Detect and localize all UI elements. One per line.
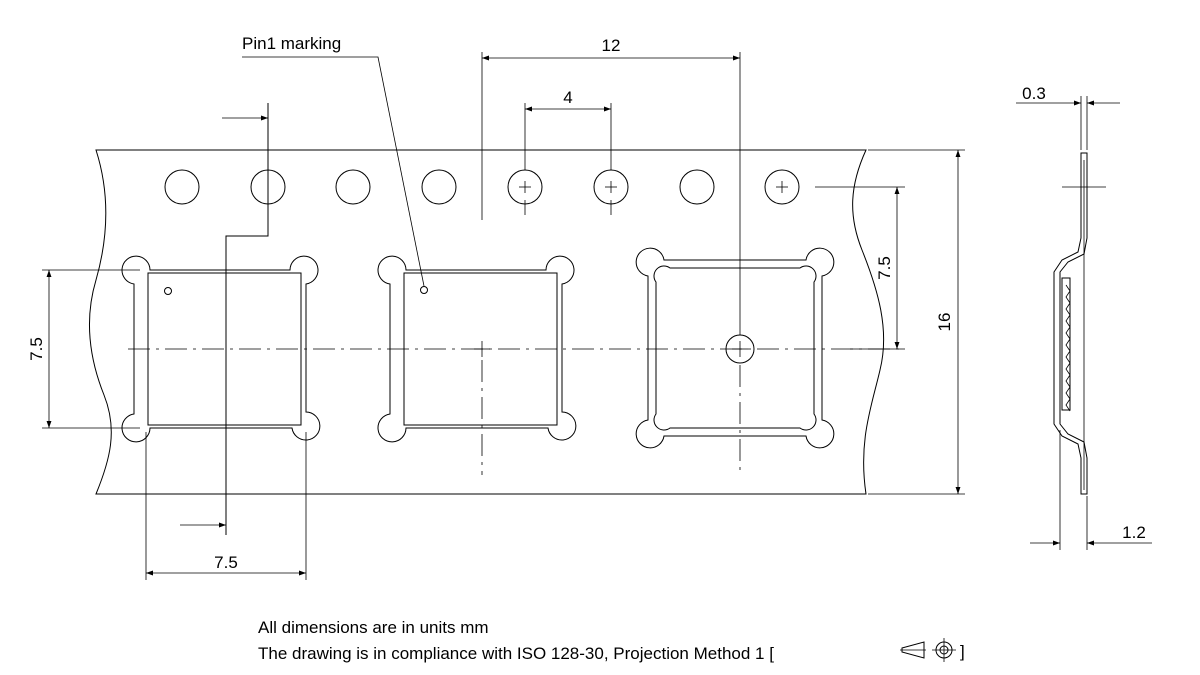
note-units: All dimensions are in units mm — [258, 618, 489, 637]
sprocket-hole — [335, 169, 371, 205]
pin1-dot — [420, 286, 428, 294]
dim-pocket-height: 7.5 — [27, 337, 46, 361]
pin1-leader — [242, 56, 425, 287]
pocket-3 — [635, 247, 835, 449]
dim-offset-7-5: 7.5 — [875, 256, 894, 280]
dim-pocket-width: 7.5 — [214, 553, 238, 572]
dim-thickness: 0.3 — [1022, 84, 1046, 103]
sprocket-hole — [164, 169, 200, 205]
dim-depth: 1.2 — [1122, 523, 1146, 542]
pin1-label: Pin1 marking — [242, 34, 341, 53]
tape-outline — [89, 149, 885, 495]
hole-centermarks — [519, 181, 788, 193]
sprocket-hole — [764, 169, 800, 205]
dim-4: 4 — [563, 88, 572, 107]
svg-text:]: ] — [960, 642, 965, 661]
dim-12: 12 — [602, 36, 621, 55]
pin1-dot — [164, 287, 172, 295]
sprocket-hole — [679, 169, 715, 205]
first-angle-projection-icon: ] — [900, 638, 965, 662]
note-compliance: The drawing is in compliance with ISO 12… — [258, 644, 774, 663]
dim-16: 16 — [935, 313, 954, 332]
side-view — [1016, 96, 1152, 550]
offset-leader — [225, 103, 269, 535]
sprocket-hole — [421, 169, 457, 205]
